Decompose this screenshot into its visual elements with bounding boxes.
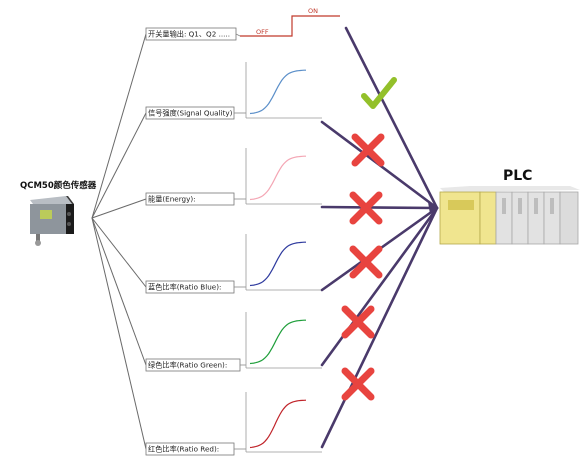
sensor-link-line [91,217,147,450]
plc-link-line [320,205,439,210]
switch-signal-waveform: OFF ON [240,7,340,37]
cross-icon [349,191,383,225]
signal-curve [249,69,306,115]
box-to-switch-line [235,33,241,37]
color-sensor-device-icon [30,196,74,246]
output-label: 红色比率(Ratio Red): [148,445,219,454]
cross-icon [341,305,375,339]
signal-curve [249,241,306,287]
sensor-link-line [91,217,147,366]
plc-device-icon [439,186,580,245]
output-label: 绿色比率(Ratio Green): [148,361,227,370]
output-label: 开关量输出: Q1、Q2 ..... [148,30,230,39]
off-label: OFF [256,28,269,36]
sensor-link-line [91,198,147,219]
sensor-link-line [91,112,147,219]
plc-label: PLC [503,168,532,184]
cross-icon [349,245,383,279]
sensor-connection-lines [91,33,147,450]
output-labels: 开关量输出: Q1、Q2 ..... 信号强度(Signal Quality) 能量… [145,27,246,456]
cross-icon [351,133,385,167]
sensor-link-line [91,217,147,288]
cross-icon [341,367,375,401]
signal-curves [245,62,322,453]
signal-curve [249,155,306,201]
output-label: 蓝色比率(Ratio Blue): [148,283,221,292]
signal-curve [249,319,306,365]
output-label: 信号强度(Signal Quality) [148,109,233,118]
plc-link-line [344,26,439,210]
output-label: 能量(Energy): [148,195,196,204]
plc-connection-lines [320,26,439,449]
signal-curve [249,399,307,449]
status-marks [341,77,397,401]
plc-link-line [320,206,439,449]
sensor-link-line [91,33,147,219]
arrow-head-icon [428,202,438,214]
check-icon [361,77,397,109]
sensor-title: QCM50颜色传感器 [20,180,97,191]
plc-link-line [320,206,439,367]
on-label: ON [308,7,318,15]
